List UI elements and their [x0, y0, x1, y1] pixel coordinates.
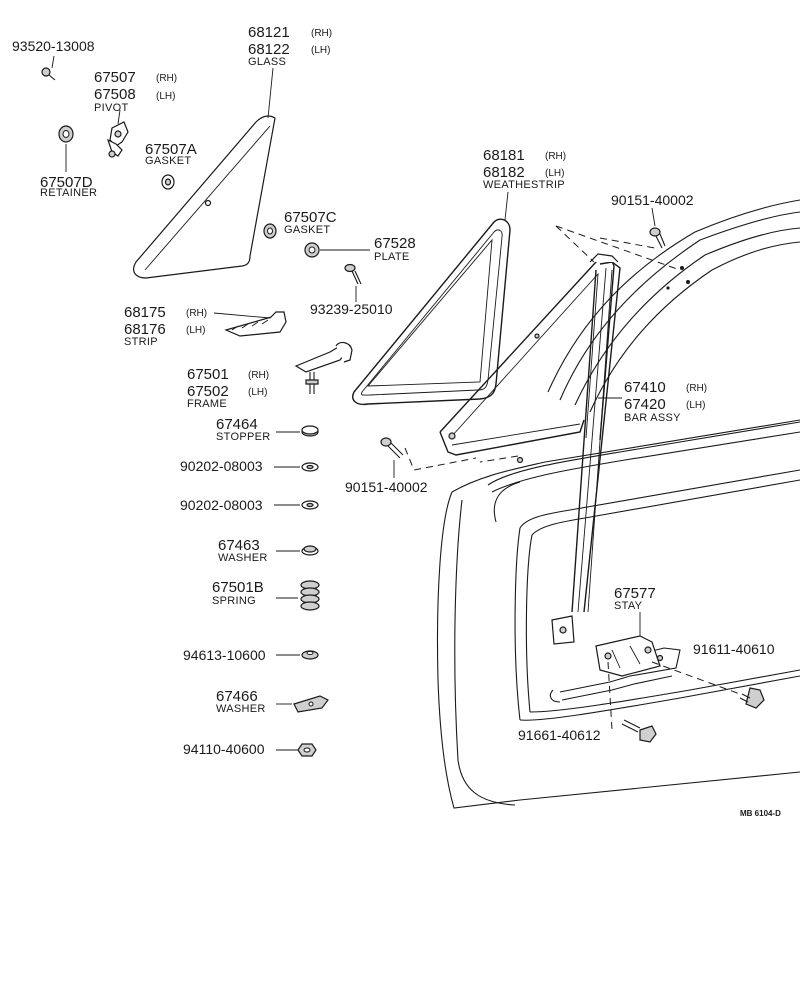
part-name: GASKET: [145, 155, 191, 167]
part-number: 90151-40002: [345, 479, 428, 495]
washer-90202-b: [301, 500, 319, 510]
plate: [304, 242, 320, 258]
part-name: GLASS: [248, 56, 286, 68]
part-name: WASHER: [218, 552, 268, 564]
part-number: 68175: [124, 304, 166, 321]
part-number: 67507D: [40, 174, 93, 191]
side-label: (RH): [186, 308, 207, 319]
part-name: STAY: [614, 600, 643, 612]
part-number: 68121: [248, 24, 290, 41]
strip: [224, 311, 287, 337]
part-name: PLATE: [374, 251, 410, 263]
screw-93520: [41, 67, 56, 81]
part-number: 94613-10600: [183, 647, 266, 663]
part-number: 90202-08003: [180, 458, 263, 474]
part-name: STRIP: [124, 336, 158, 348]
part-number: 90151-40002: [611, 192, 694, 208]
part-name: GASKET: [284, 224, 330, 236]
nut-94613: [301, 650, 319, 660]
part-number: 67528: [374, 235, 416, 252]
part-number: 67466: [216, 688, 258, 705]
division-bar: [439, 253, 621, 645]
pivot-bracket: [106, 121, 129, 158]
screw-90151-bottom: [380, 437, 404, 459]
side-label: (RH): [248, 370, 269, 381]
retainer: [58, 125, 74, 143]
part-name: SPRING: [212, 595, 256, 607]
side-label: (LH): [248, 387, 267, 398]
part-number: 93239-25010: [310, 301, 393, 317]
side-label: (LH): [156, 91, 175, 102]
diagram-code: MB 6104-D: [740, 809, 781, 818]
part-number: 68181: [483, 147, 525, 164]
part-name: BAR ASSY: [624, 412, 681, 424]
spring-67501b: [300, 580, 320, 611]
vent-glass: [133, 115, 276, 279]
part-name: RETAINER: [40, 187, 97, 199]
part-number: 67501B: [212, 579, 264, 596]
side-label: (RH): [156, 73, 177, 84]
washer-67466: [293, 695, 329, 713]
part-number: 67577: [614, 585, 656, 602]
part-name: PIVOT: [94, 102, 129, 114]
part-number: 67464: [216, 416, 258, 433]
stay-bracket: [595, 635, 664, 677]
side-label: (RH): [545, 151, 566, 162]
part-number: 68182: [483, 164, 525, 181]
part-number: 67507: [94, 69, 136, 86]
part-number: 67420: [624, 396, 666, 413]
part-number: 67502: [187, 383, 229, 400]
part-number: 67501: [187, 366, 229, 383]
washer-67463: [301, 545, 319, 556]
screw-90151-top: [649, 227, 666, 249]
gasket-a: [161, 174, 175, 190]
part-number: 94110-40600: [183, 741, 265, 757]
part-number: 67410: [624, 379, 666, 396]
part-number: 67508: [94, 86, 136, 103]
part-number: 67507C: [284, 209, 337, 226]
part-number: 68176: [124, 321, 166, 338]
gasket-c: [263, 223, 277, 239]
part-number: 91661-40612: [518, 727, 601, 743]
bolt-91661: [621, 719, 657, 743]
stopper-67464: [301, 425, 319, 437]
side-label: (LH): [311, 45, 330, 56]
vent-frame: [294, 341, 353, 394]
part-name: FRAME: [187, 398, 227, 410]
door-panel: [436, 199, 800, 809]
nut-94110: [297, 743, 317, 757]
screw-93239: [344, 263, 362, 285]
part-number: 90202-08003: [180, 497, 263, 513]
washer-90202-a: [301, 462, 319, 472]
part-name: WASHER: [216, 703, 266, 715]
side-label: (LH): [686, 400, 705, 411]
part-number: 67507A: [145, 141, 197, 158]
side-label: (RH): [311, 28, 332, 39]
part-name: STOPPER: [216, 431, 270, 443]
weatherstrip: [352, 218, 511, 406]
callout-labels: 93520-13008 67507 (RH) 67508 (LH) PIVOT …: [12, 24, 781, 818]
side-label: (LH): [545, 168, 564, 179]
part-number: 67463: [218, 537, 260, 554]
side-label: (LH): [186, 325, 205, 336]
side-label: (RH): [686, 383, 707, 394]
part-number: 91611-40610: [693, 641, 775, 657]
bolt-91611: [739, 687, 765, 709]
part-name: WEATHESTRIP: [483, 179, 565, 191]
part-number: 93520-13008: [12, 38, 95, 54]
part-number: 68122: [248, 41, 290, 58]
